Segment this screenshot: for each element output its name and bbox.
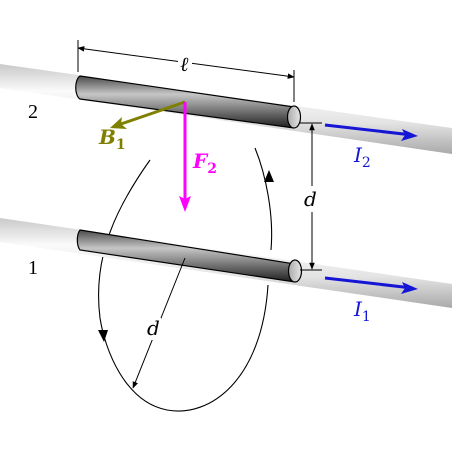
wire-1-number: 1 — [28, 257, 38, 279]
field-circle-arrow-left — [98, 330, 108, 342]
radius-label: d — [147, 316, 160, 340]
current-1-arrow — [324, 276, 413, 290]
force-label: F2 — [192, 149, 217, 177]
current-2-label: I2 — [353, 143, 371, 171]
field-circle-back-arc — [98, 159, 269, 412]
wire-2-number: 2 — [28, 101, 38, 123]
current-1-arrowhead — [401, 282, 418, 294]
current-1-label: I1 — [353, 297, 371, 325]
length-label: ℓ — [180, 52, 189, 76]
force-vector-arrowhead — [179, 196, 191, 212]
separation-label: d — [304, 187, 317, 211]
wire-1 — [0, 218, 452, 308]
field-circle-mid-arc — [254, 147, 273, 251]
field-circle-arrow-right — [264, 170, 274, 182]
wire-2 — [0, 64, 452, 154]
current-2-arrowhead — [401, 129, 418, 141]
current-2-arrow — [324, 123, 413, 137]
field-vector — [117, 100, 186, 127]
field-vector-arrowhead — [110, 117, 127, 129]
field-label: B1 — [98, 125, 126, 153]
